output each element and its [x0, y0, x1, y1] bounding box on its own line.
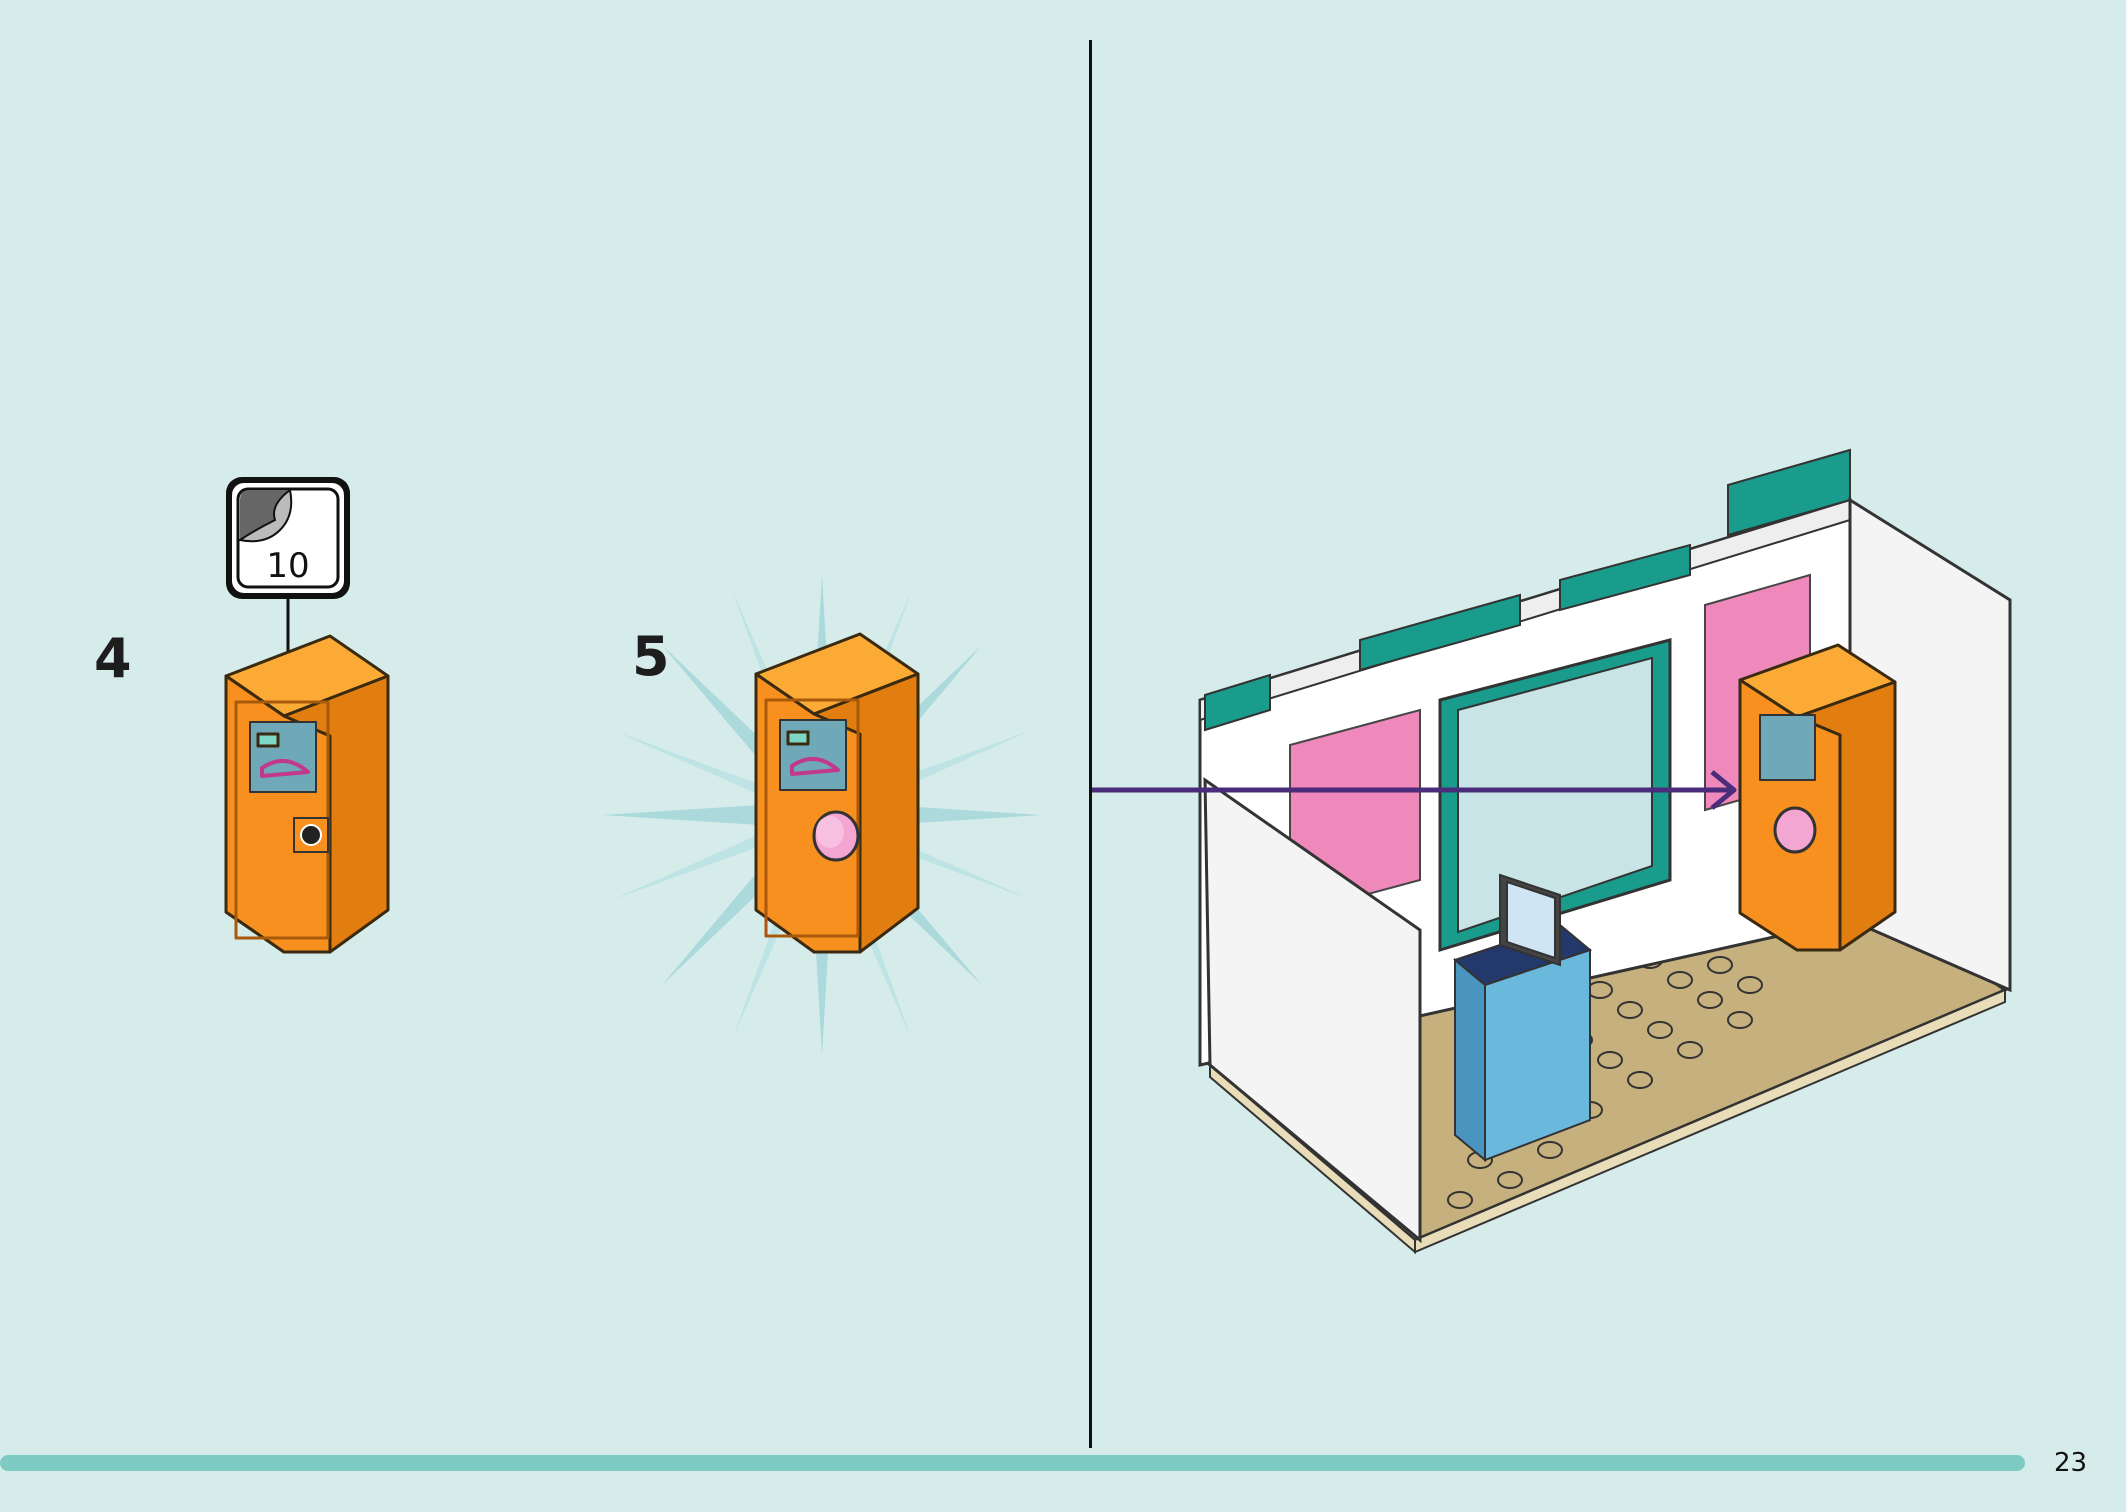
footer-progress-bar	[0, 1455, 2025, 1471]
step-number-4: 4	[94, 627, 132, 690]
wardrobe-brick-step5	[754, 632, 920, 954]
wardrobe-brick-step4	[224, 634, 390, 954]
page-number: 23	[2054, 1448, 2088, 1478]
steps-illustration: 10	[224, 477, 1042, 1055]
computer-desk	[1452, 873, 1593, 1163]
arrow-icon	[1092, 770, 1737, 810]
room-assembly-illustration	[1092, 448, 2012, 1255]
sticker-callout: 10	[226, 477, 350, 734]
step-number-5: 5	[632, 625, 670, 688]
wardrobe-in-room	[1738, 643, 1897, 952]
sticker-number: 10	[266, 546, 309, 586]
page-divider	[1089, 40, 1092, 1448]
